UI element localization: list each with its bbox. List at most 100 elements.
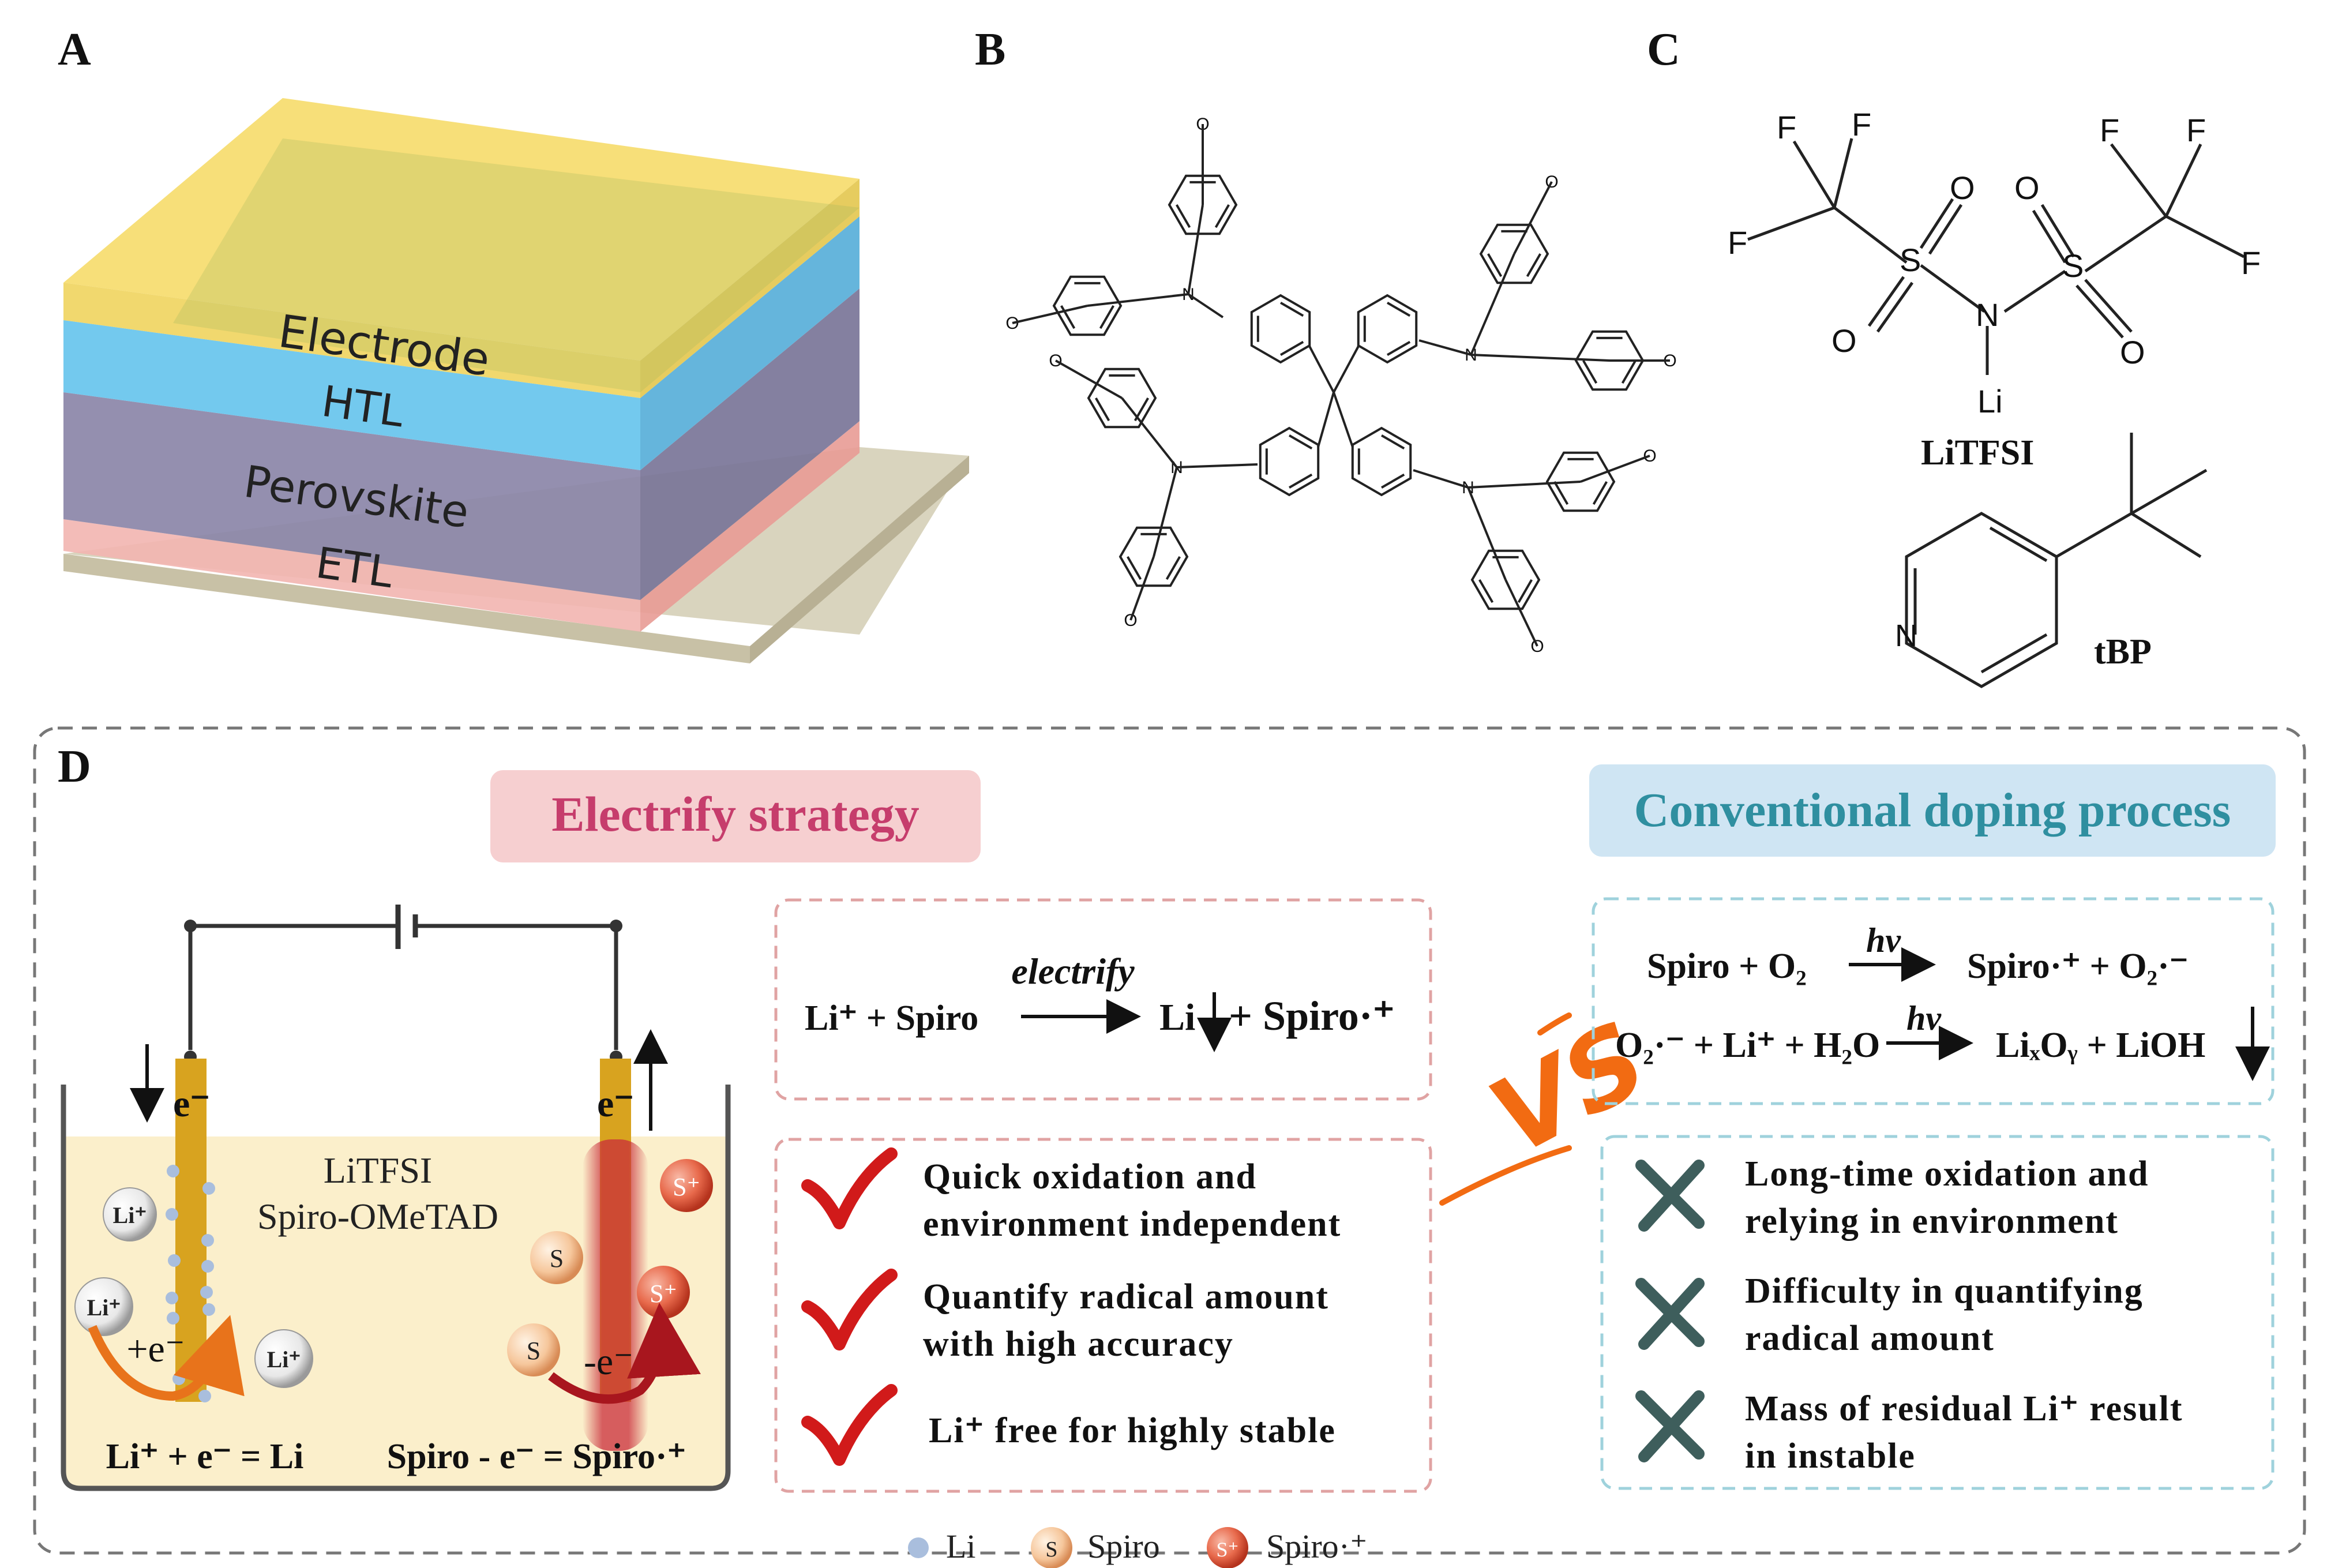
bond (1165, 556, 1181, 580)
atom-o: O (1124, 611, 1137, 630)
bond (1553, 481, 1569, 505)
atom-o: O (2014, 170, 2040, 206)
advantage-line1: Quick oxidation and (923, 1157, 1257, 1196)
litfsi-atoms: F F F S O O N Li S O O F F F (1728, 106, 2261, 419)
gain-electron-label: +e⁻ (126, 1328, 185, 1370)
advantage-line1: Li⁺ free for highly stable (929, 1411, 1336, 1450)
atom-f: F (2100, 112, 2119, 148)
panel-label-c: C (1647, 24, 1680, 75)
bond (1317, 392, 1335, 448)
benzene-ring (1168, 174, 1238, 235)
advantage-line1: Quantify radical amount (923, 1277, 1329, 1316)
htl-side (640, 216, 860, 470)
li-ion (103, 1187, 157, 1241)
check-icon (801, 1269, 898, 1351)
disadvantages-box (1600, 1135, 2275, 1490)
bond (1487, 253, 1503, 277)
benzene-ring (1250, 294, 1311, 364)
bond (1095, 397, 1110, 422)
circuit-wire (415, 924, 618, 1050)
atom-f: F (1777, 109, 1796, 145)
panel-c: C F F F S O O (1647, 24, 2261, 688)
bond (1187, 204, 1204, 295)
atom-o: O (1530, 637, 1544, 656)
bond (1333, 392, 1354, 448)
lose-electron-label: -e⁻ (584, 1341, 633, 1383)
spiro-cation-label: S⁺ (650, 1280, 677, 1308)
inner-cube-face (173, 138, 860, 392)
vs-brush-stroke (1537, 1012, 1572, 1036)
bond (1380, 434, 1405, 450)
li-ion-label: Li⁺ (87, 1295, 121, 1321)
bond (1592, 481, 1608, 505)
advantages-box (774, 1138, 1432, 1493)
disadvantages-list: Long-time oxidation and relying in envir… (1635, 1154, 2182, 1476)
bond (1288, 473, 1313, 489)
electrode-label-right: e⁻ (597, 1083, 634, 1125)
disadvantage-line2: in instable (1745, 1436, 1916, 1476)
benzene-ring (1087, 367, 1157, 429)
legend-li-marker (908, 1537, 929, 1558)
bond (1470, 253, 1515, 355)
spiro-cation-particle (660, 1159, 713, 1212)
spiro-particle-label: S (550, 1244, 564, 1273)
conventional-line1-right: Spiro·⁺ + O₂·⁻ (1967, 947, 2189, 986)
bond (1060, 305, 1076, 329)
atom-f: F (2241, 245, 2261, 281)
check-icon (801, 1384, 898, 1466)
li-ion-label: Li⁺ (113, 1202, 147, 1228)
bond (1582, 360, 1598, 384)
advantage-item: Li⁺ free for highly stable (801, 1384, 1336, 1466)
bond (1176, 204, 1191, 228)
oxidation-arrow (548, 1303, 701, 1404)
electrify-title-box (490, 770, 981, 862)
spiro-cation-label: S⁺ (673, 1173, 700, 1201)
disadvantage-item: Long-time oxidation and relying in envir… (1635, 1154, 2148, 1241)
cross-icon (1635, 1278, 1705, 1350)
legend-spiro-marker-label: S (1045, 1537, 1057, 1562)
layer-label-etl: ETL (313, 538, 396, 598)
bond (1517, 579, 1533, 603)
bond (1386, 302, 1411, 317)
litfsi-label: LiTFSI (1921, 433, 2034, 472)
etl-front (63, 519, 640, 632)
advantages-list: Quick oxidation and environment independ… (801, 1147, 1341, 1466)
atom-o: O (1950, 170, 1975, 206)
electrify-reaction-box (774, 898, 1432, 1101)
atom-s: S (2062, 247, 2084, 284)
benzene-ring (1479, 223, 1549, 284)
bond (1099, 305, 1114, 329)
perovskite-front (63, 392, 640, 600)
litfsi-structure (1747, 138, 2245, 375)
tbp-label: tBP (2094, 632, 2152, 672)
conventional-title: Conventional doping process (1634, 783, 2231, 837)
disadvantage-item: Difficulty in quantifying radical amount (1635, 1271, 2142, 1358)
conventional-line1-left: Spiro + O₂ (1647, 947, 1807, 986)
disadvantage-item: Mass of residual Li⁺ result in instable (1635, 1389, 2182, 1476)
li-ion (74, 1277, 133, 1336)
disadvantage-line2: relying in environment (1745, 1202, 2119, 1241)
atom-o: O (1831, 322, 1857, 359)
check-icon (801, 1147, 898, 1229)
electrochemical-cell: e⁻ e⁻ LiTFSI Spiro-OMeTAD Li⁺ Li⁺ Li⁺ (61, 905, 731, 1491)
advantage-item: Quantify radical amount with high accura… (801, 1269, 1329, 1364)
cross-icon (1635, 1160, 1705, 1232)
legend-spiro-marker (1031, 1527, 1072, 1568)
advantage-line2: environment independent (923, 1205, 1341, 1244)
benzene-ring (1574, 330, 1645, 391)
legend-spiro-cation-label: Spiro·⁺ (1266, 1528, 1368, 1565)
bond (1288, 434, 1313, 450)
bond (1055, 359, 1123, 399)
tbp-structure (1905, 433, 2208, 688)
solution-label-spiro: Spiro-OMeTAD (257, 1196, 498, 1237)
bond (1504, 579, 1538, 647)
panel-label-a: A (58, 24, 91, 75)
legend: Li S Spiro S⁺ Spiro·⁺ (908, 1527, 1368, 1568)
advantage-item: Quick oxidation and environment independ… (801, 1147, 1341, 1244)
electrify-product-spiro: + Spiro·⁺ (1229, 993, 1395, 1039)
legend-spiro-label: Spiro (1087, 1528, 1160, 1565)
conventional-title-box (1589, 764, 2276, 857)
electrode-side (640, 179, 860, 398)
